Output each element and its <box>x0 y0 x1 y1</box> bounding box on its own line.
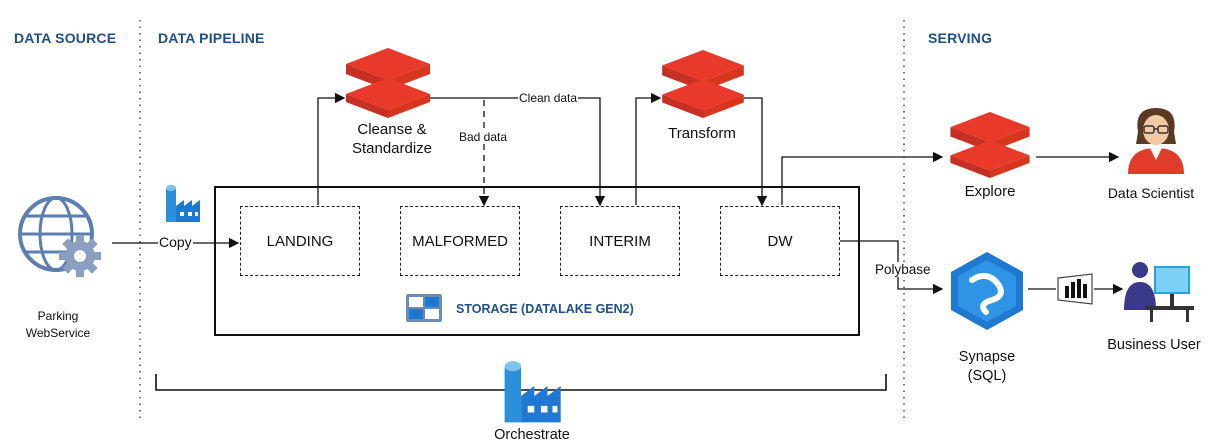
zone-interim-label: INTERIM <box>589 232 651 250</box>
arrow-transform-dw <box>744 97 768 207</box>
databricks-icon[interactable] <box>346 48 430 123</box>
zone-interim[interactable]: INTERIM <box>560 206 680 276</box>
section-title-data-pipeline: DATA PIPELINE <box>158 30 265 46</box>
zone-landing-label: LANDING <box>266 232 334 250</box>
cleanse-label: Cleanse & Standardize <box>344 120 440 158</box>
arrow-interim-transform <box>635 92 662 205</box>
globe-gear-icon[interactable] <box>16 194 108 295</box>
edge-label-clean-data: Clean data <box>518 91 579 105</box>
source-label: Parking WebService <box>18 308 98 342</box>
synapse-label: Synapse (SQL) <box>938 348 1036 386</box>
zone-landing[interactable]: LANDING <box>240 206 360 276</box>
storage-account-icon <box>406 294 442 327</box>
edge-label-bad-data: Bad data <box>458 130 509 144</box>
storage-container <box>214 186 860 336</box>
source-label-line2: WebService <box>25 326 91 340</box>
databricks-icon[interactable] <box>662 50 744 123</box>
section-title-serving: SERVING <box>928 30 993 46</box>
data-scientist-icon <box>1124 104 1188 179</box>
storage-label: STORAGE (DATALAKE GEN2) <box>456 302 634 316</box>
zone-dw-label: DW <box>767 232 793 250</box>
databricks-icon[interactable] <box>950 112 1030 183</box>
business-user-label: Business User <box>1107 337 1201 353</box>
section-title-data-source: DATA SOURCE <box>14 30 117 46</box>
zone-malformed[interactable]: MALFORMED <box>400 206 520 276</box>
arrow-clean-data <box>430 97 606 207</box>
transform-label: Transform <box>668 125 736 142</box>
zone-dw[interactable]: DW <box>720 206 840 276</box>
data-scientist-label: Data Scientist <box>1107 185 1195 201</box>
explore-label: Explore <box>964 183 1016 200</box>
data-factory-icon <box>162 182 202 229</box>
source-label-line1: Parking <box>37 309 79 323</box>
edge-label-polybase: Polybase <box>874 262 932 277</box>
zone-malformed-label: MALFORMED <box>412 232 508 250</box>
synapse-label-line2: (SQL) <box>967 368 1007 384</box>
orchestrate-label: Orchestrate <box>494 427 570 443</box>
business-user-icon <box>1124 258 1194 327</box>
synapse-label-line1: Synapse <box>958 349 1016 365</box>
arrow-dw-explore <box>781 151 944 205</box>
edge-label-copy: Copy <box>158 234 193 250</box>
power-bi-icon <box>1056 272 1094 311</box>
arrow-landing-cleanse <box>317 92 346 205</box>
cleanse-label-line2: Standardize <box>351 140 433 157</box>
synapse-icon[interactable] <box>946 250 1028 337</box>
cleanse-label-line1: Cleanse & <box>357 121 427 138</box>
data-factory-icon[interactable] <box>498 356 564 431</box>
